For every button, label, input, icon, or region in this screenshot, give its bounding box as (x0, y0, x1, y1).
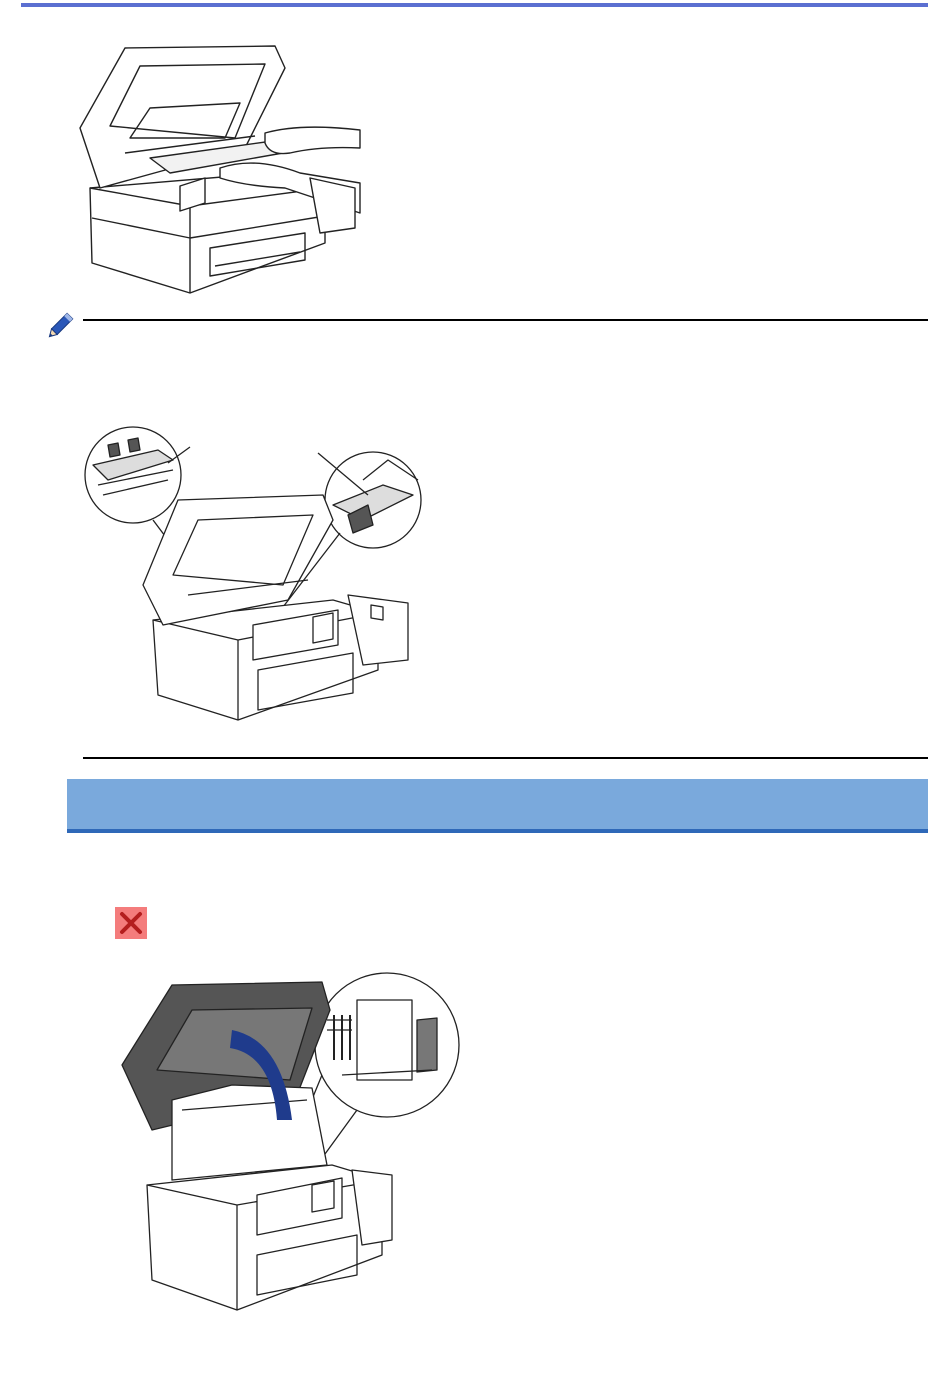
printer-illustration-hands (70, 38, 370, 300)
section-heading-rule (67, 829, 928, 833)
note-top-rule (83, 319, 928, 321)
section-heading-band (67, 779, 928, 829)
note-bottom-rule (83, 757, 928, 759)
top-page-rule (21, 3, 928, 7)
printer-illustration-close-cover (112, 970, 462, 1340)
pencil-note-icon (44, 310, 76, 342)
cancel-x-icon (115, 907, 147, 939)
printer-illustration-callouts (78, 425, 428, 725)
